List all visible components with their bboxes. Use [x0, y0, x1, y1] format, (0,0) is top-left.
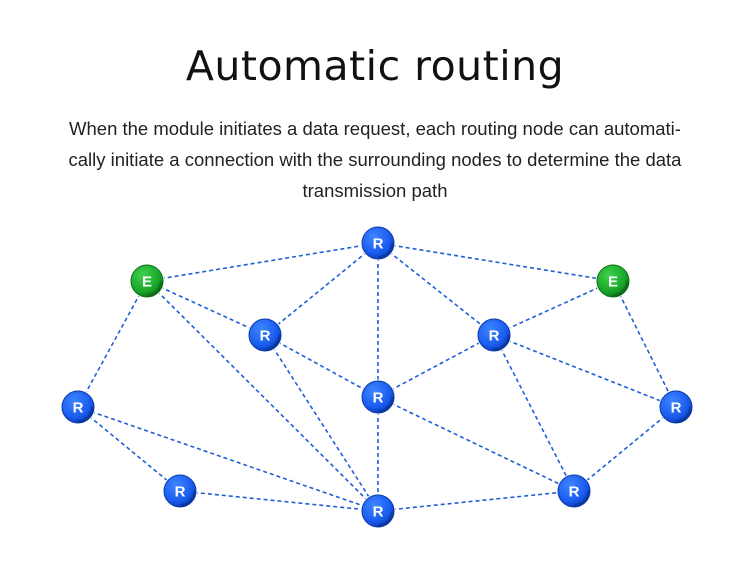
- node-label: R: [671, 400, 682, 417]
- node-label: R: [73, 400, 84, 417]
- link-r_farleft-r_botleft: [77, 406, 181, 492]
- router-node-r-bottom: R: [360, 493, 396, 529]
- node-label: R: [373, 390, 384, 407]
- node-label: R: [175, 484, 186, 501]
- link-r_bottom-r_botright: [377, 490, 575, 512]
- link-r_top-e_right: [377, 242, 614, 282]
- nodes-layer: R E E R R R R R R R R: [60, 225, 694, 529]
- description-line-1: When the module initiates a data request…: [69, 118, 681, 139]
- link-r_midright-r_botright: [493, 334, 575, 492]
- node-shade: [676, 407, 692, 423]
- node-label: R: [373, 504, 384, 521]
- link-r_center-r_botright: [377, 396, 575, 492]
- node-shade: [378, 511, 394, 527]
- link-r_farleft-r_bottom: [77, 406, 379, 512]
- link-r_midright-r_farright: [493, 334, 677, 408]
- link-r_top-r_midright: [377, 242, 495, 336]
- router-node-r-botright: R: [556, 473, 592, 509]
- node-shade: [78, 407, 94, 423]
- endpoint-node-e-right: E: [595, 263, 631, 299]
- node-label: E: [608, 274, 618, 291]
- node-label: E: [142, 274, 152, 291]
- router-node-r-midright: R: [476, 317, 512, 353]
- endpoint-node-e-left: E: [129, 263, 165, 299]
- link-e_left-r_bottom: [146, 280, 379, 512]
- router-node-r-center: R: [360, 379, 396, 415]
- description-line-3: transmission path: [302, 180, 448, 201]
- link-r_midleft-r_bottom: [264, 334, 379, 512]
- node-shade: [613, 281, 629, 297]
- router-node-r-farleft: R: [60, 389, 96, 425]
- link-r_farright-r_botright: [573, 406, 677, 492]
- link-r_botleft-r_bottom: [179, 490, 379, 512]
- link-e_right-r_farright: [612, 280, 677, 408]
- node-label: R: [373, 236, 384, 253]
- links-layer: [77, 242, 677, 512]
- node-shade: [494, 335, 510, 351]
- description-line-2: cally initiate a connection with the sur…: [68, 149, 682, 170]
- description-text: When the module initiates a data request…: [40, 113, 710, 206]
- router-node-r-midleft: R: [247, 317, 283, 353]
- router-node-r-farright: R: [658, 389, 694, 425]
- link-r_midleft-r_center: [264, 334, 379, 398]
- node-shade: [147, 281, 163, 297]
- link-e_left-r_farleft: [77, 280, 148, 408]
- page-title: Automatic routing: [185, 42, 565, 90]
- router-node-r-top: R: [360, 225, 396, 261]
- router-node-r-botleft: R: [162, 473, 198, 509]
- node-shade: [180, 491, 196, 507]
- node-label: R: [489, 328, 500, 345]
- link-e_left-r_top: [146, 242, 379, 282]
- node-shade: [265, 335, 281, 351]
- node-shade: [574, 491, 590, 507]
- node-label: R: [260, 328, 271, 345]
- link-r_midright-e_right: [493, 280, 614, 336]
- link-r_center-r_midright: [377, 334, 495, 398]
- node-label: R: [569, 484, 580, 501]
- link-r_top-r_midleft: [264, 242, 379, 336]
- link-e_left-r_midleft: [146, 280, 266, 336]
- node-shade: [378, 397, 394, 413]
- node-shade: [378, 243, 394, 259]
